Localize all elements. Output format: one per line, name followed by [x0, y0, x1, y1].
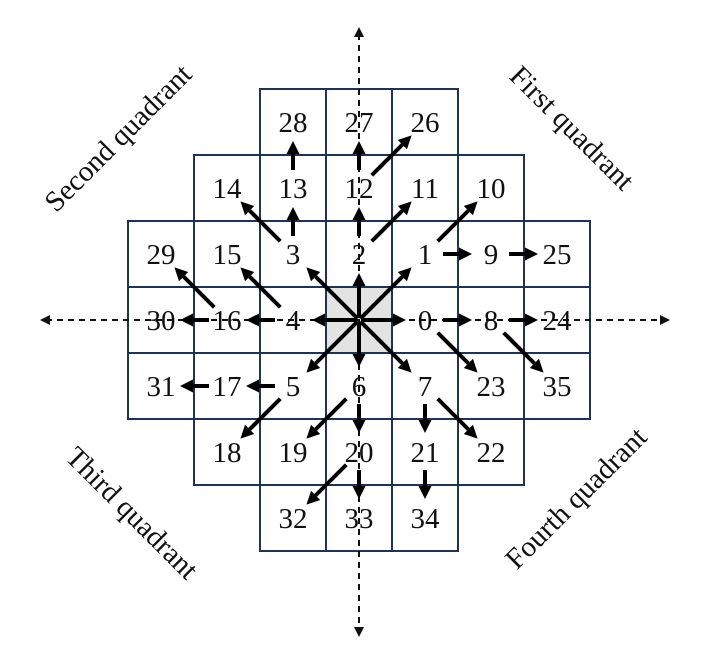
direction-arrow — [314, 397, 348, 431]
cell-label: 18 — [213, 437, 242, 469]
direction-arrow-head — [174, 267, 189, 282]
direction-arrow — [359, 275, 404, 320]
cell-label: 20 — [345, 437, 374, 469]
x-axis-right-head — [660, 315, 670, 325]
direction-arrow-head — [240, 201, 255, 216]
cell-label: 30 — [147, 305, 176, 337]
y-axis-bottom-head — [354, 627, 364, 637]
direction-arrow-head — [352, 273, 366, 286]
direction-arrow-head — [418, 420, 432, 433]
cell-label: 28 — [279, 107, 308, 139]
direction-arrow-head — [352, 486, 366, 499]
cell-label: 9 — [484, 239, 499, 271]
cell-label: 16 — [213, 305, 242, 337]
direction-arrow — [314, 275, 359, 320]
direction-arrow-head — [352, 207, 366, 220]
direction-arrow-head — [459, 247, 472, 261]
x-axis-left-head — [40, 315, 50, 325]
cell-label: 15 — [213, 239, 242, 271]
direction-arrow — [359, 320, 404, 365]
cell-label: 23 — [477, 371, 506, 403]
direction-arrow-head — [180, 379, 193, 393]
direction-arrow-head — [525, 313, 538, 327]
direction-arrow-head — [397, 201, 412, 216]
direction-arrow — [436, 397, 470, 431]
direction-arrow — [314, 320, 359, 365]
arrows — [174, 135, 544, 505]
direction-arrow — [502, 331, 536, 365]
cell-label: 25 — [543, 239, 572, 271]
cell-label: 31 — [147, 371, 176, 403]
direction-arrow-head — [352, 141, 366, 154]
cell-label: 34 — [411, 503, 441, 535]
direction-arrow — [370, 143, 404, 177]
y-axis-top-head — [354, 27, 364, 37]
direction-arrow-head — [306, 267, 321, 282]
cell-label: 10 — [477, 173, 506, 205]
cell-label: 2 — [352, 239, 367, 271]
cell-label: 17 — [213, 371, 242, 403]
cell-label: 3 — [286, 239, 301, 271]
direction-arrow-head — [240, 267, 255, 282]
direction-arrow — [314, 463, 348, 497]
cell-label: 22 — [477, 437, 506, 469]
direction-arrow-head — [312, 313, 325, 327]
cell-label: 27 — [345, 107, 374, 139]
cell-label: 26 — [411, 107, 440, 139]
direction-arrow-head — [286, 141, 300, 154]
direction-arrow-head — [240, 424, 255, 439]
direction-arrow — [436, 331, 470, 365]
cell-label: 5 — [286, 371, 301, 403]
direction-arrow-head — [459, 313, 472, 327]
cell-label: 24 — [543, 305, 573, 337]
cell-label: 32 — [279, 503, 308, 535]
direction-arrow-head — [529, 358, 544, 373]
cell-label: 12 — [345, 173, 374, 205]
direction-arrow-head — [306, 490, 321, 505]
direction-arrow-head — [306, 424, 321, 439]
direction-arrow-head — [352, 354, 366, 367]
direction-arrow-head — [525, 247, 538, 261]
direction-arrow-head — [246, 379, 259, 393]
cell-label: 7 — [418, 371, 433, 403]
direction-arrow-head — [397, 135, 412, 150]
direction-arrow-head — [418, 486, 432, 499]
cell-label: 4 — [286, 305, 301, 337]
direction-arrow — [370, 209, 404, 243]
direction-arrow-head — [463, 424, 478, 439]
third-quadrant-label: Third quadrant — [59, 441, 204, 586]
direction-arrow — [182, 275, 216, 309]
direction-arrow — [248, 397, 282, 431]
cell-label: 6 — [352, 371, 367, 403]
cell-label: 13 — [279, 173, 308, 205]
direction-arrow-head — [463, 358, 478, 373]
cell-label: 8 — [484, 305, 499, 337]
direction-arrow-head — [397, 358, 412, 373]
direction-arrow-head — [306, 358, 321, 373]
cell-label: 21 — [411, 437, 440, 469]
cell-label: 1 — [418, 239, 433, 271]
direction-arrow — [248, 275, 282, 309]
direction-arrow — [436, 209, 470, 243]
direction-arrow-head — [393, 313, 406, 327]
direction-arrow-head — [463, 201, 478, 216]
cell-label: 0 — [418, 305, 433, 337]
direction-arrow-head — [352, 420, 366, 433]
cell-label: 14 — [213, 173, 243, 205]
cell-label: 11 — [411, 173, 439, 205]
direction-arrow — [248, 209, 282, 243]
direction-arrow-head — [180, 313, 193, 327]
cell-label: 33 — [345, 503, 374, 535]
cell-label: 35 — [543, 371, 572, 403]
direction-arrow-head — [286, 207, 300, 220]
cell-label: 19 — [279, 437, 308, 469]
second-quadrant-label: Second quadrant — [38, 58, 198, 218]
direction-arrow-head — [246, 313, 259, 327]
cell-label: 29 — [147, 239, 176, 271]
direction-arrow-head — [397, 267, 412, 282]
